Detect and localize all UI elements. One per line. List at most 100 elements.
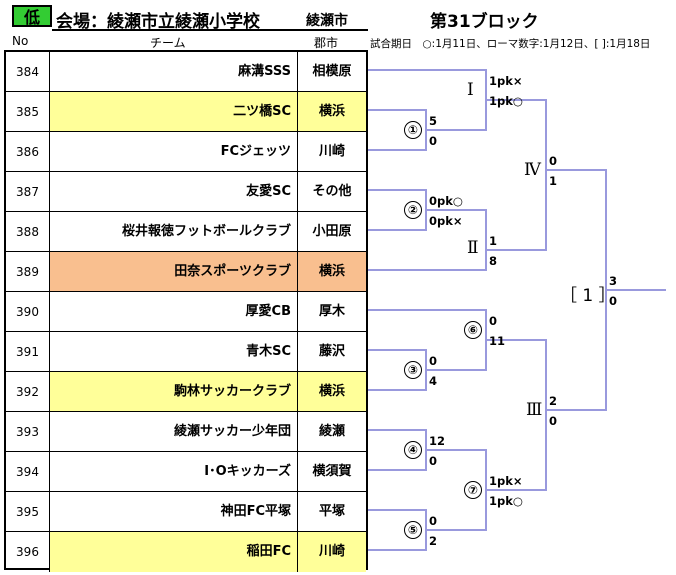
team-number: 390 (6, 292, 50, 332)
row-divider (6, 211, 366, 212)
bracket-line-r3 (546, 290, 607, 411)
match-2-score-top: 0pk○ (429, 194, 463, 208)
final-label: ［ 1 ］ (560, 286, 616, 306)
team-city: その他 (312, 184, 352, 199)
round-2-label: Ⅱ (467, 238, 479, 258)
match-1-label: ① (404, 121, 422, 139)
team-name: 桜井報徳フットボールクラブ (50, 212, 298, 252)
team-number: 389 (6, 252, 50, 292)
row-divider (6, 291, 366, 292)
match-4-score-top: 12 (429, 434, 446, 448)
match-5-score-bottom: 2 (429, 534, 438, 548)
match-1-score-bottom: 0 (429, 134, 438, 148)
bracket-line-r1-out (486, 99, 547, 160)
team-city: 横浜 (298, 92, 366, 132)
team-city: 川崎 (318, 144, 345, 159)
match-7-score-bottom: 1pk○ (489, 494, 523, 508)
title-underline (52, 29, 368, 31)
team-name: 二ツ橋SC (50, 92, 298, 132)
bracket-line-m7-out (486, 410, 547, 491)
venue-city: 綾瀬市 (306, 13, 348, 29)
team-city: 藤沢 (318, 344, 345, 359)
team-city: 横浜 (298, 372, 366, 412)
team-name: 綾瀬サッカー少年団 (50, 412, 298, 452)
round-4-label: Ⅳ (524, 160, 541, 180)
team-number: 391 (6, 332, 50, 372)
bracket-line-384 (368, 69, 487, 90)
team-name: 麻溝SSS (50, 52, 298, 92)
row-divider (6, 491, 366, 492)
round-1-label: Ⅰ (467, 80, 474, 100)
match-3-score-bottom: 4 (429, 374, 438, 388)
team-number: 388 (6, 212, 50, 252)
match-5-label: ⑤ (404, 521, 422, 539)
column-header-no: No (12, 34, 29, 48)
match-3-label: ③ (404, 361, 422, 379)
column-header-city: 郡市 (314, 36, 339, 50)
row-divider (6, 411, 366, 412)
team-name: 田奈スポーツクラブ (50, 252, 298, 292)
match-2-score-bottom: 0pk× (429, 214, 463, 228)
final-score-bottom: 0 (609, 294, 618, 308)
bracket-line-m4-out (426, 449, 487, 490)
row-divider (6, 131, 366, 132)
team-city: 小田原 (312, 224, 352, 239)
team-name: 青木SC (50, 332, 298, 372)
row-divider (6, 251, 366, 252)
match-4-label: ④ (404, 441, 422, 459)
team-city: 綾瀬 (318, 424, 345, 439)
round-1-score-bottom: 1pk○ (489, 94, 523, 108)
match-7-label: ⑦ (464, 481, 482, 499)
team-name: I･Oキッカーズ (50, 452, 298, 492)
team-name: 厚愛CB (50, 292, 298, 332)
team-number: 386 (6, 132, 50, 172)
venue-title: 会場：綾瀬市立綾瀬小学校 (56, 12, 260, 32)
block-title: 第31ブロック (430, 12, 539, 32)
team-number: 393 (6, 412, 50, 452)
team-name: 友愛SC (50, 172, 298, 212)
bracket-line-390 (368, 309, 487, 330)
row-divider (6, 171, 366, 172)
team-name: 駒林サッカークラブ (50, 372, 298, 412)
round-3-score-top: 2 (549, 394, 558, 408)
team-city: 厚木 (318, 304, 345, 319)
team-name: 神田FC平塚 (50, 492, 298, 532)
bracket-line-r4 (546, 169, 607, 290)
team-number: 396 (6, 532, 50, 572)
team-name: FCジェッツ (50, 132, 298, 172)
round-4-score-top: 0 (549, 154, 558, 168)
team-name: 稲田FC (50, 532, 298, 572)
match-6-score-bottom: 11 (489, 334, 506, 348)
round-1-score-top: 1pk× (489, 74, 523, 88)
match-6-score-top: 0 (489, 314, 498, 328)
level-badge: 低 (12, 5, 52, 27)
bracket-line-r2-out (486, 160, 547, 251)
final-score-top: 3 (609, 274, 618, 288)
team-city: 平塚 (318, 504, 345, 519)
bracket-line-m5-out (426, 490, 487, 531)
row-divider (6, 91, 366, 92)
row-divider (6, 371, 366, 372)
round-4-score-bottom: 1 (549, 174, 558, 188)
team-city: 横須賀 (312, 464, 352, 479)
schedule-legend: 試合期日 ○:1月11日、ローマ数字:1月12日、[ ]:1月18日 (370, 38, 651, 50)
column-header-team: チーム (150, 36, 186, 50)
match-6-label: ⑥ (464, 321, 482, 339)
bracket-line-389 (368, 250, 487, 271)
team-number: 384 (6, 52, 50, 92)
row-divider (6, 531, 366, 532)
match-7-score-top: 1pk× (489, 474, 523, 488)
